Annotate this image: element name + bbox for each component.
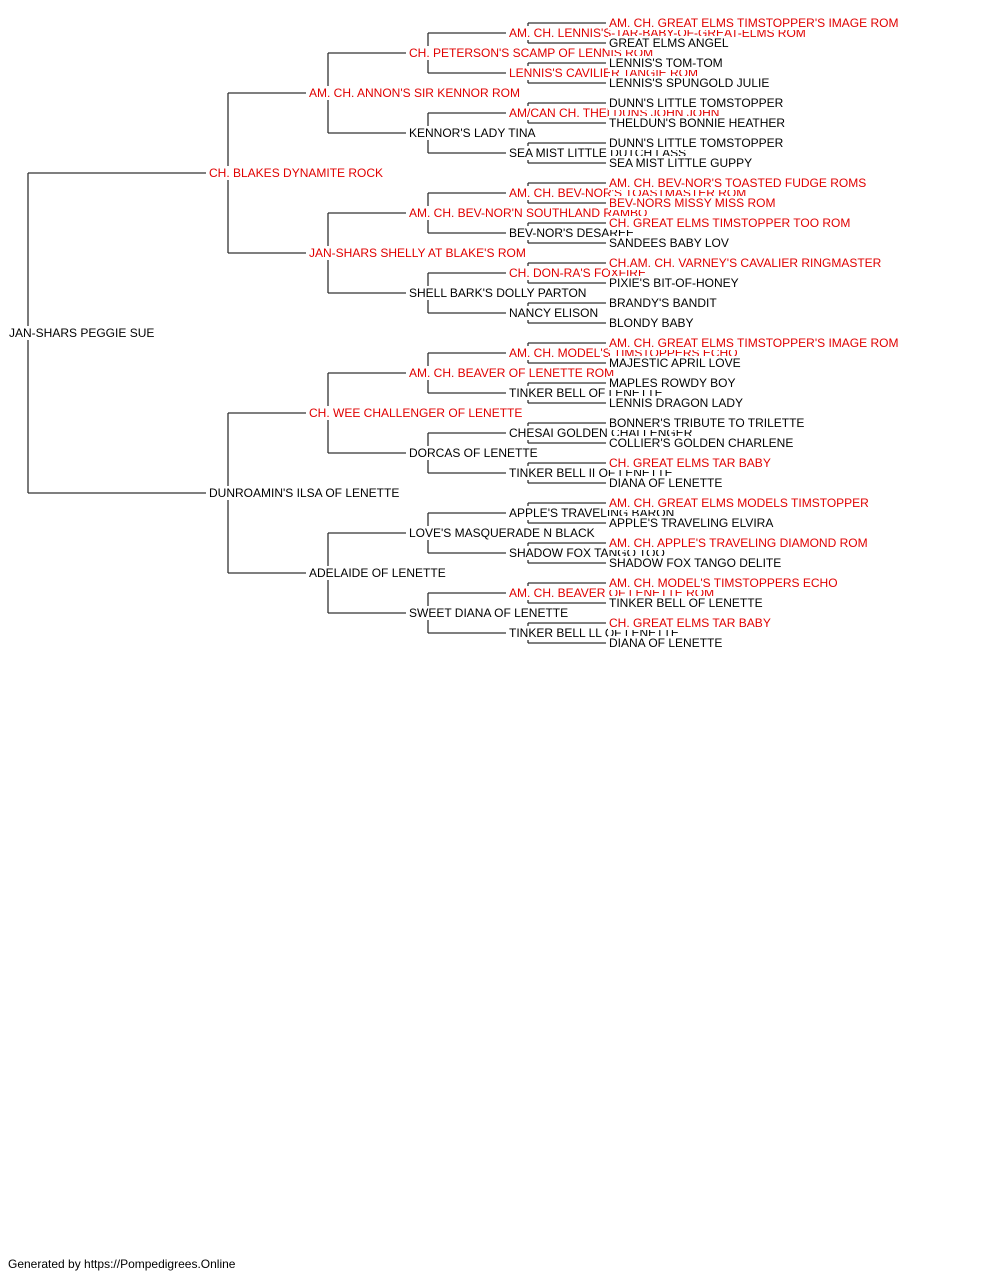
pedigree-entry-gen5: PIXIE'S BIT-OF-HONEY (608, 276, 740, 290)
pedigree-entry-gen5: DUNN'S LITTLE TOMSTOPPER (608, 96, 785, 110)
pedigree-entry-gen5: BEV-NORS MISSY MISS ROM (608, 196, 777, 210)
pedigree-entry-gen3: DORCAS OF LENETTE (408, 446, 539, 460)
pedigree-entry-gen5: BONNER'S TRIBUTE TO TRILETTE (608, 416, 806, 430)
pedigree-entry-gen3: LOVE'S MASQUERADE N BLACK (408, 526, 596, 540)
pedigree-entry-gen3: AM. CH. BEV-NOR'N SOUTHLAND RAMBO (408, 206, 649, 220)
generated-by-footer: Generated by https://Pompedigrees.Online (8, 1257, 236, 1271)
pedigree-entry-gen5: AM. CH. GREAT ELMS TIMSTOPPER'S IMAGE RO… (608, 336, 900, 350)
pedigree-entry-gen5: SANDEES BABY LOV (608, 236, 730, 250)
pedigree-entry-gen5: DIANA OF LENETTE (608, 476, 724, 490)
pedigree-entry-gen5: BLONDY BABY (608, 316, 695, 330)
pedigree-entry-gen2: AM. CH. ANNON'S SIR KENNOR ROM (308, 86, 521, 100)
pedigree-entry-gen5: LENNIS'S TOM-TOM (608, 56, 724, 70)
pedigree-entry-gen5: TINKER BELL OF LENETTE (608, 596, 764, 610)
pedigree-entry-gen5: LENNIS DRAGON LADY (608, 396, 745, 410)
pedigree-entry-gen5: MAPLES ROWDY BOY (608, 376, 737, 390)
pedigree-entry-gen5: LENNIS'S SPUNGOLD JULIE (608, 76, 771, 90)
pedigree-entry-gen3: SWEET DIANA OF LENETTE (408, 606, 570, 620)
pedigree-entry-gen5: AM. CH. BEV-NOR'S TOASTED FUDGE ROMS (608, 176, 868, 190)
pedigree-entry-gen1: DUNROAMIN'S ILSA OF LENETTE (208, 486, 401, 500)
pedigree-entry-gen3: SHELL BARK'S DOLLY PARTON (408, 286, 588, 300)
pedigree-entry-gen5: CH. GREAT ELMS TAR BABY (608, 456, 772, 470)
pedigree-entry-gen5: DIANA OF LENETTE (608, 636, 724, 650)
pedigree-entry-gen3: AM. CH. BEAVER OF LENETTE ROM (408, 366, 616, 380)
pedigree-entry-gen5: GREAT ELMS ANGEL (608, 36, 730, 50)
pedigree-entry-gen5: THELDUN'S BONNIE HEATHER (608, 116, 787, 130)
pedigree-entry-gen5: SEA MIST LITTLE GUPPY (608, 156, 754, 170)
pedigree-entry-gen4: NANCY ELISON (508, 306, 600, 320)
pedigree-entry-gen5: DUNN'S LITTLE TOMSTOPPER (608, 136, 785, 150)
pedigree-entry-gen5: AM. CH. GREAT ELMS MODELS TIMSTOPPER (608, 496, 870, 510)
pedigree-entry-gen5: AM. CH. APPLE'S TRAVELING DIAMOND ROM (608, 536, 869, 550)
pedigree-entry-gen5: CH. GREAT ELMS TAR BABY (608, 616, 772, 630)
pedigree-entry-gen5: CH.AM. CH. VARNEY'S CAVALIER RINGMASTER (608, 256, 883, 270)
pedigree-entry-gen3: CH. PETERSON'S SCAMP OF LENNIS ROM (408, 46, 655, 60)
pedigree-entry-gen0: JAN-SHARS PEGGIE SUE (8, 326, 156, 340)
pedigree-entry-gen5: AM. CH. MODEL'S TIMSTOPPERS ECHO (608, 576, 839, 590)
pedigree-entry-gen1: CH. BLAKES DYNAMITE ROCK (208, 166, 385, 180)
pedigree-entry-gen5: APPLE'S TRAVELING ELVIRA (608, 516, 775, 530)
pedigree-entry-gen5: BRANDY'S BANDIT (608, 296, 718, 310)
pedigree-entry-gen5: COLLIER'S GOLDEN CHARLENE (608, 436, 795, 450)
pedigree-entry-gen2: JAN-SHARS SHELLY AT BLAKE'S ROM (308, 246, 527, 260)
pedigree-entry-gen5: SHADOW FOX TANGO DELITE (608, 556, 783, 570)
pedigree-entry-gen3: KENNOR'S LADY TINA (408, 126, 537, 140)
pedigree-entry-gen2: ADELAIDE OF LENETTE (308, 566, 447, 580)
pedigree-entry-gen5: CH. GREAT ELMS TIMSTOPPER TOO ROM (608, 216, 852, 230)
pedigree-entry-gen5: MAJESTIC APRIL LOVE (608, 356, 742, 370)
pedigree-entry-gen4: BEV-NOR'S DESAREE (508, 226, 635, 240)
pedigree-entry-gen5: AM. CH. GREAT ELMS TIMSTOPPER'S IMAGE RO… (608, 16, 900, 30)
pedigree-entry-gen2: CH. WEE CHALLENGER OF LENETTE (308, 406, 524, 420)
